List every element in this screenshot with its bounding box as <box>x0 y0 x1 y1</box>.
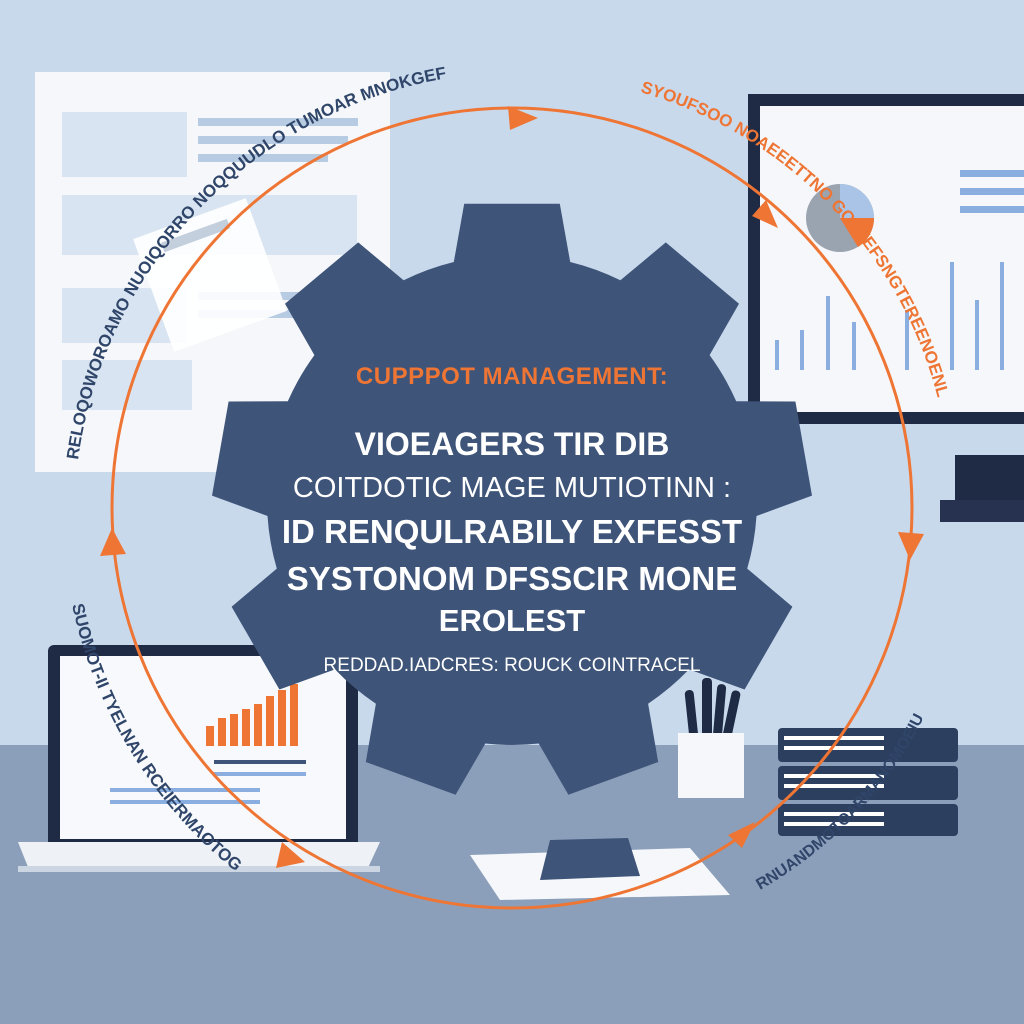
gear-line-5: EROLEST <box>438 603 586 638</box>
gear-heading: CUPPPOT MANAGEMENT: <box>355 363 669 390</box>
arrowhead-top <box>508 106 538 130</box>
arrowhead-left <box>100 528 126 556</box>
pen-holder-icon <box>678 678 744 798</box>
cycle-arrow-icon <box>100 106 924 910</box>
gear-line-3: ID RENQULRABILY EXFESST <box>281 513 743 550</box>
server-stack-icon <box>778 728 958 836</box>
papers-icon <box>470 838 730 900</box>
gear-shape <box>212 203 812 795</box>
arrowhead-top-right <box>752 200 778 228</box>
laptop-bar-chart <box>206 684 298 746</box>
pie-chart-icon <box>806 184 875 252</box>
arrowhead-bottom-left <box>276 842 305 868</box>
gear-footer: REDDAD.IADCRES: ROUCK COINTRACEL <box>323 655 701 676</box>
bar-chart-icon <box>775 262 1004 370</box>
laptop-icon <box>18 645 380 872</box>
arrowhead-bottom-right <box>728 822 755 848</box>
gear-line-1: VIOEAGERS TIR DIB <box>354 426 670 462</box>
arrowhead-right <box>898 532 924 560</box>
gear-line-2: COITDOTIC MAGE MUTIOTINN : <box>292 472 732 504</box>
gear-line-4: SYSTONOM DFSSCIR MONE <box>286 560 738 597</box>
gear-icon <box>212 203 812 795</box>
